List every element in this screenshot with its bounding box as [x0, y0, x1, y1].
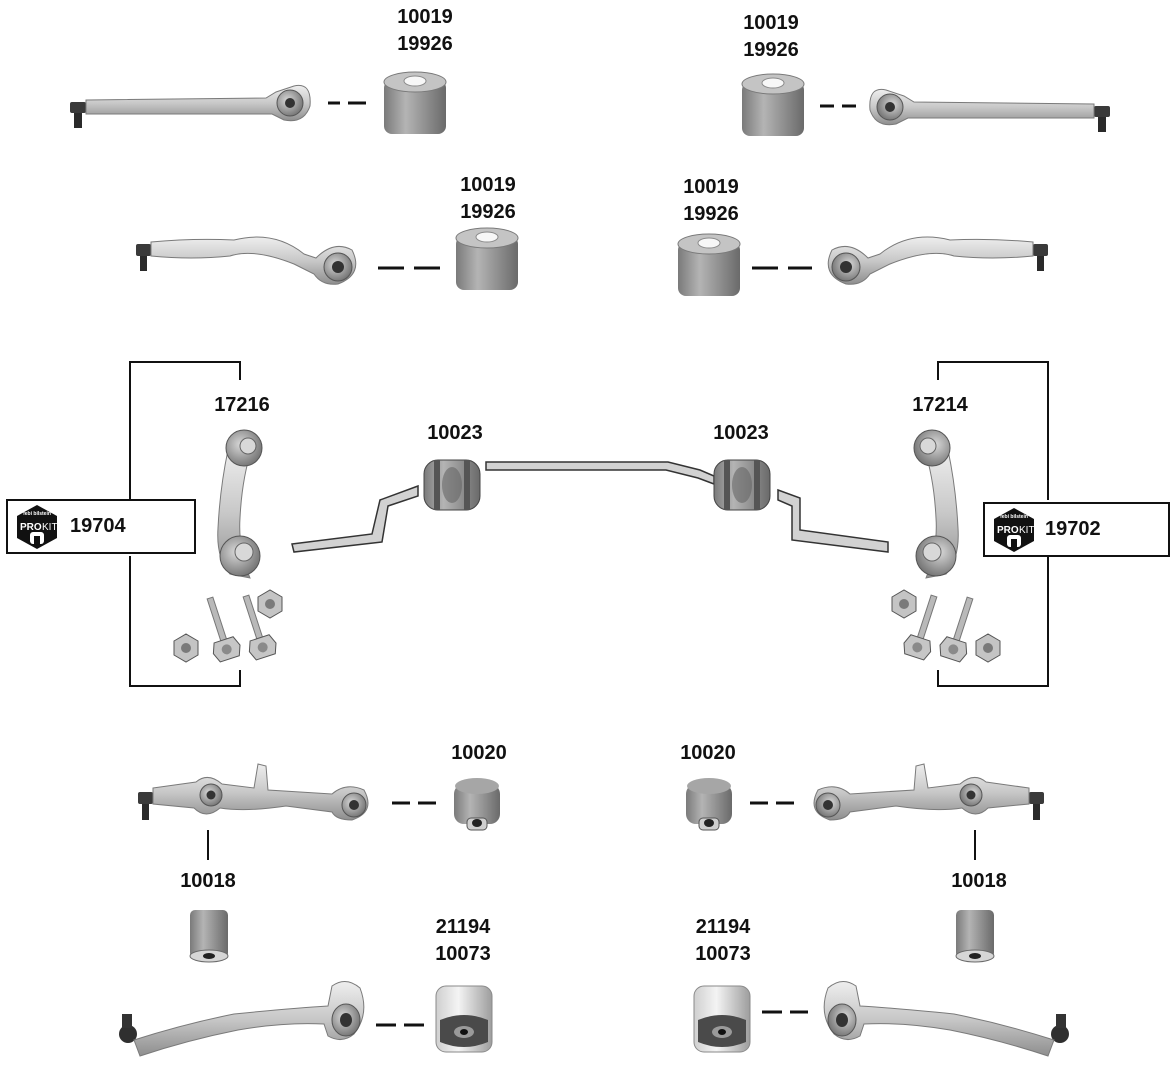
stabilizer-bar-icon: [291, 461, 889, 553]
nut-icon: [975, 633, 1001, 663]
lower-arm-left-icon: [137, 763, 369, 821]
nut-icon: [891, 589, 917, 619]
upper-arm-straight-right-icon: [869, 88, 1111, 133]
stabilizer-link-right-icon: [913, 429, 959, 579]
part-number-line: 19926: [460, 201, 516, 223]
left-kit-bracket: [129, 361, 241, 687]
part-number-line: 10019: [460, 174, 516, 196]
hydro-bushing-icon: [435, 985, 493, 1053]
bushing-icon: [455, 227, 519, 291]
part-number-label: 17214: [912, 394, 968, 416]
part-number-label: 21194 10073: [668, 914, 778, 968]
kit-box-left: febi bilstein PRO KIT 19704: [6, 499, 196, 554]
prokit-logo-icon: febi bilstein PRO KIT: [994, 508, 1035, 552]
part-number-line: 19926: [743, 39, 799, 61]
part-number-label: 21194 10073: [408, 914, 518, 968]
stabilizer-bushing-left-icon: [423, 459, 481, 511]
guide-arm-left-icon: [118, 980, 365, 1057]
bushing-icon: [453, 777, 501, 831]
part-number-line: 10019: [683, 176, 739, 198]
stabilizer-bushing-right-icon: [713, 459, 771, 511]
part-number-line: 21194: [695, 916, 751, 938]
prokit-logo-icon: febi bilstein PRO KIT: [17, 505, 58, 549]
part-number-label: 10018: [951, 870, 1007, 892]
part-number-line: 21194: [435, 916, 491, 938]
lower-arm-right-icon: [813, 763, 1045, 821]
left-hardware: [173, 589, 283, 664]
stabilizer-link-left-icon: [217, 429, 263, 579]
part-number-label: 10019 19926: [716, 10, 826, 64]
right-hardware: [891, 589, 1001, 664]
nut-icon: [257, 589, 283, 619]
part-number-label: 10019 19926: [656, 174, 766, 228]
bushing-icon: [677, 233, 741, 297]
bolt-icon: [196, 593, 244, 664]
right-kit-bracket: [937, 361, 1049, 687]
part-number-label: 10020: [451, 742, 507, 764]
part-number-line: 10019: [397, 6, 453, 28]
part-number-line: 19926: [683, 203, 739, 225]
upper-arm-curved-left-icon: [135, 236, 357, 285]
bushing-icon: [741, 73, 805, 137]
hydro-bushing-icon: [693, 985, 751, 1053]
logo-kit-text: KIT: [42, 522, 58, 533]
logo-pro-text: PRO: [20, 522, 42, 533]
bushing-icon: [685, 777, 733, 831]
upper-arm-straight-left-icon: [69, 84, 311, 129]
part-number-line: 10019: [743, 12, 799, 34]
upper-arm-curved-right-icon: [827, 236, 1049, 285]
logo-kit-text: KIT: [1019, 525, 1035, 536]
guide-arm-right-icon: [823, 980, 1070, 1057]
part-number-label: 17216: [214, 394, 270, 416]
logo-pro-text: PRO: [997, 525, 1019, 536]
kit-box-right: febi bilstein PRO KIT 19702: [983, 502, 1170, 557]
part-number-label: 10023: [713, 422, 769, 444]
part-number-label: 10019 19926: [370, 4, 480, 58]
part-number-label: 10018: [180, 870, 236, 892]
logo-brand-text: febi bilstein: [23, 511, 51, 517]
part-number-line: 19926: [397, 33, 453, 55]
part-number-line: 10073: [435, 943, 491, 965]
part-number-label: 10019 19926: [433, 172, 543, 226]
part-number-line: 10073: [695, 943, 751, 965]
part-number-label: 10023: [427, 422, 483, 444]
kit-number: 19702: [1045, 518, 1101, 540]
kit-number: 19704: [70, 515, 126, 537]
small-bushing-right-icon: [955, 909, 995, 963]
nut-icon: [173, 633, 199, 663]
bushing-icon: [383, 71, 447, 135]
small-bushing-left-icon: [189, 909, 229, 963]
logo-brand-text: febi bilstein: [1000, 514, 1028, 520]
part-number-label: 10020: [680, 742, 736, 764]
